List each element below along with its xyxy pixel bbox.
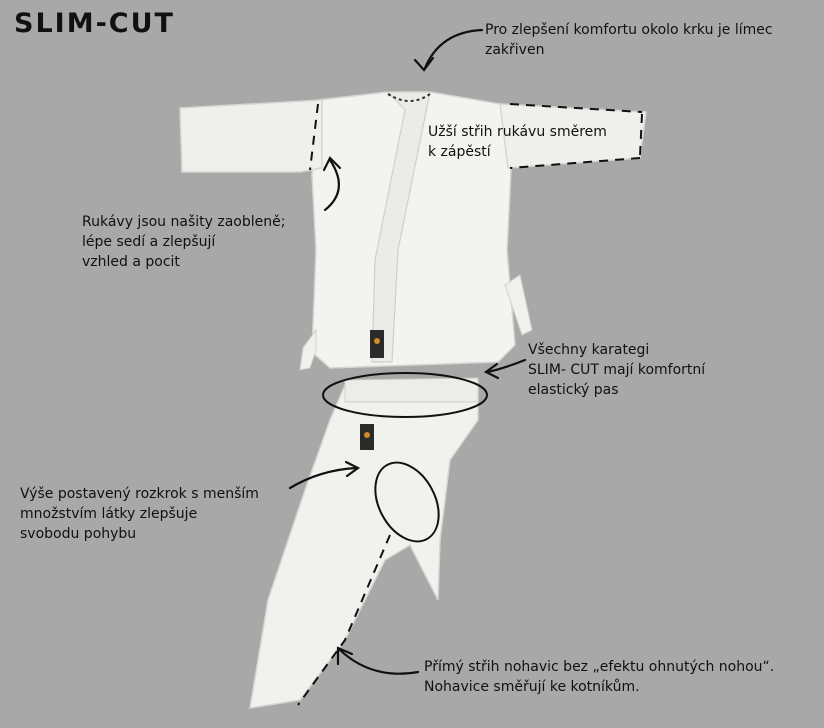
sleeve-annotation: Užší střih rukávu směrem k zápěstí <box>428 122 607 162</box>
annotation-line: k zápěstí <box>428 144 491 160</box>
legs-annotation: Přímý střih nohavic bez „efektu ohnutých… <box>424 657 774 697</box>
legs-arrow <box>338 648 420 675</box>
pants-badge-emblem <box>364 432 370 438</box>
annotation-line: Nohavice směřují ke kotníkům. <box>424 679 640 695</box>
annotation-line: Výše postavený rozkrok s menším <box>20 486 259 502</box>
annotation-line: svobodu pohybu <box>20 526 137 542</box>
collar-annotation: Pro zlepšení komfortu okolo krku je líme… <box>485 20 773 60</box>
sleeve-dashes-bottom <box>509 157 641 169</box>
annotation-line: vzhled a pocit <box>82 254 180 270</box>
guide-lines <box>297 103 643 706</box>
collar-arrow-head <box>413 56 435 72</box>
annotation-line: Pro zlepšení komfortu okolo krku je líme… <box>485 22 773 38</box>
annotation-line: množstvím látky zlepšuje <box>20 506 198 522</box>
annotation-line: elastický pas <box>528 382 619 398</box>
pants-body <box>249 384 479 709</box>
waist-ellipse <box>322 372 488 418</box>
leg-dashes <box>297 534 391 706</box>
waistband <box>344 377 479 403</box>
annotation-line: Všechny karategi <box>528 342 650 358</box>
collar-arrow <box>423 28 484 70</box>
waist-annotation: Všechny karategi SLIM- CUT mají komfortn… <box>528 340 705 400</box>
shoulder-seam-dashes <box>309 103 319 171</box>
sleeve-dashes-side <box>639 113 643 157</box>
jacket-lapel <box>371 91 431 363</box>
shoulder-arrow-head <box>322 156 342 172</box>
legs-arrow-head <box>336 646 354 666</box>
annotation-line: Přímý střih nohavic bez „efektu ohnutých… <box>424 659 775 675</box>
annotation-line: lépe sedí a zlepšují <box>82 234 216 250</box>
sleeve-dashes-top <box>509 103 643 113</box>
crotch-ellipse <box>374 461 440 543</box>
shoulder-annotation: Rukávy jsou našity zaobleně; lépe sedí a… <box>82 212 285 272</box>
pants <box>249 377 479 709</box>
arrows <box>288 28 527 675</box>
crotch-arrow <box>288 466 358 490</box>
jacket-badge-emblem <box>374 338 380 344</box>
shoulder-arrow <box>323 158 340 212</box>
waist-arrow-head <box>483 362 500 380</box>
belt-tie-left <box>299 328 317 371</box>
left-sleeve <box>179 99 323 173</box>
jacket <box>179 91 647 371</box>
annotation-line: Užší střih rukávu směrem <box>428 124 607 140</box>
crotch-annotation: Výše postavený rozkrok s menším množství… <box>20 484 259 544</box>
page-title: SLIM-CUT <box>14 8 175 39</box>
annotation-line: SLIM- CUT mají komfortní <box>528 362 706 378</box>
annotation-line: Rukávy jsou našity zaobleně; <box>82 214 286 230</box>
annotation-line: zakřiven <box>485 42 545 58</box>
belt-tie-right <box>504 274 533 336</box>
waist-arrow <box>486 358 527 374</box>
crotch-arrow-head <box>344 460 361 478</box>
